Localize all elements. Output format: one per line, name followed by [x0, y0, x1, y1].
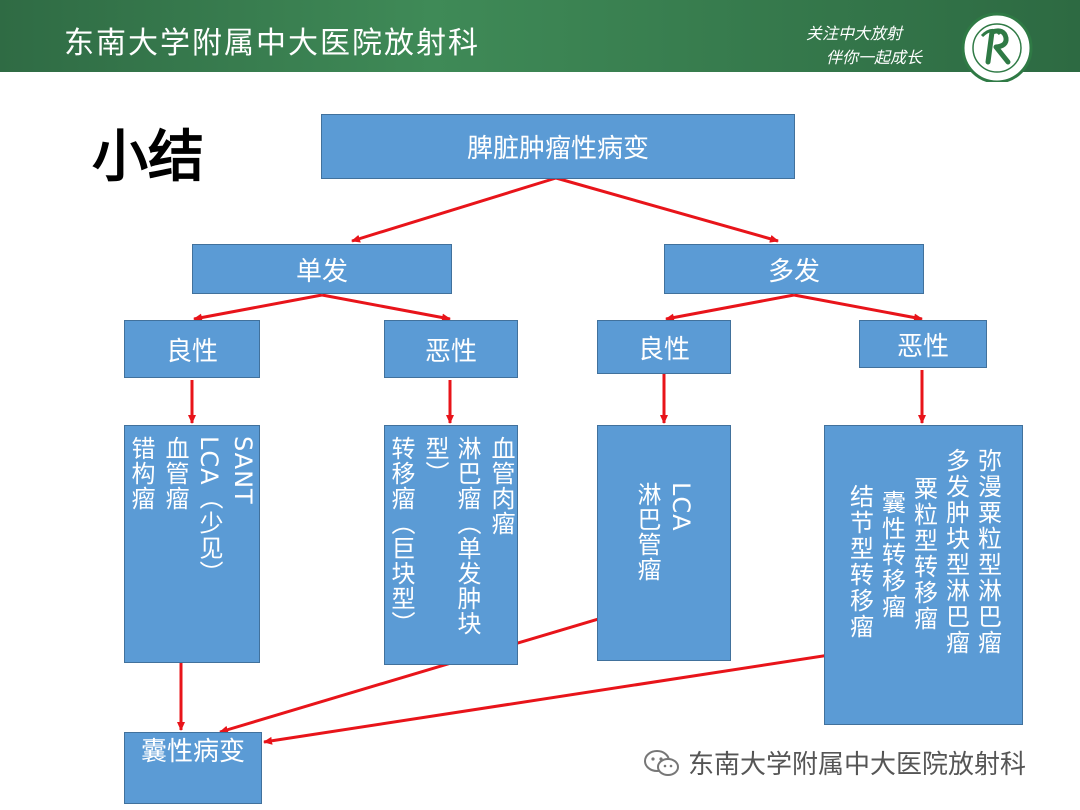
item-multiple-mass-lymphoma: 多发肿块型淋巴瘤 [941, 448, 970, 656]
node-multiple: 多发 [664, 244, 924, 294]
header-banner: 东南大学附属中大医院放射科 关注中大放射 伴你一起成长 [0, 0, 1080, 72]
item-miliary-metastasis: 粟粒型转移瘤 [909, 476, 938, 632]
arrow-lymphangioma-cyst [219, 598, 663, 734]
arrow-multiple-benign [665, 293, 795, 322]
node-cystic-lesion: 囊性病变 [124, 732, 262, 804]
node-single: 单发 [192, 244, 452, 294]
node-single-benign: 良性 [124, 320, 260, 378]
item-cystic-metastasis: 囊性转移瘤 [877, 490, 906, 620]
single-benign-items: SANT LCA（少见） 血管瘤 错构瘤 [124, 425, 260, 663]
slogan-line-1: 关注中大放射 [806, 24, 903, 43]
arrow-single-benign [193, 293, 323, 322]
node-multiple-malignant: 恶性 [859, 320, 987, 368]
arrow-cystic-meta-cyst [263, 644, 889, 745]
wechat-icon [644, 749, 679, 776]
slogan-line-2: 伴你一起成长 [826, 48, 923, 67]
item-nodular-metastasis: 结节型转移瘤 [845, 484, 874, 640]
item-diffuse-miliary-lymphoma: 弥漫粟粒型淋巴瘤 [973, 448, 1002, 656]
item-lca: LCA [667, 482, 695, 532]
node-single-malignant: 恶性 [384, 320, 518, 378]
slide-title: 小结 [92, 125, 204, 190]
item-hamartoma: 错构瘤 [127, 436, 155, 511]
item-lymphangioma: 淋巴管瘤 [633, 482, 661, 582]
item-sant: SANT [229, 436, 257, 505]
item-angiosarcoma: 血管肉瘤 [487, 436, 515, 536]
single-malignant-items: 血管肉瘤 淋巴瘤（单发肿块型） 转移瘤（巨块型） [384, 425, 518, 665]
node-multiple-benign: 良性 [597, 320, 731, 374]
node-root: 脾脏肿瘤性病变 [321, 114, 795, 179]
item-metastasis-mass: 转移瘤（巨块型） [387, 436, 415, 636]
item-lymphoma-single: 淋巴瘤（单发肿块型） [421, 436, 481, 636]
multiple-benign-items: LCA 淋巴管瘤 [597, 425, 731, 661]
arrow-root-single [351, 176, 557, 243]
item-lca-rare: LCA（少见） [195, 436, 223, 586]
multiple-malignant-items: 弥漫粟粒型淋巴瘤 多发肿块型淋巴瘤 粟粒型转移瘤 囊性转移瘤 结节型转移瘤 [824, 425, 1023, 725]
watermark: 东南大学附属中大医院放射科 [642, 744, 1026, 781]
item-hemangioma: 血管瘤 [161, 436, 189, 511]
institution-title: 东南大学附属中大医院放射科 [64, 26, 480, 61]
arrow-multiple-malignant [793, 293, 923, 322]
watermark-text: 东南大学附属中大医院放射科 [688, 750, 1027, 780]
hospital-logo [961, 12, 1033, 82]
arrow-single-malignant [321, 293, 451, 322]
arrow-root-multiple [555, 176, 779, 243]
